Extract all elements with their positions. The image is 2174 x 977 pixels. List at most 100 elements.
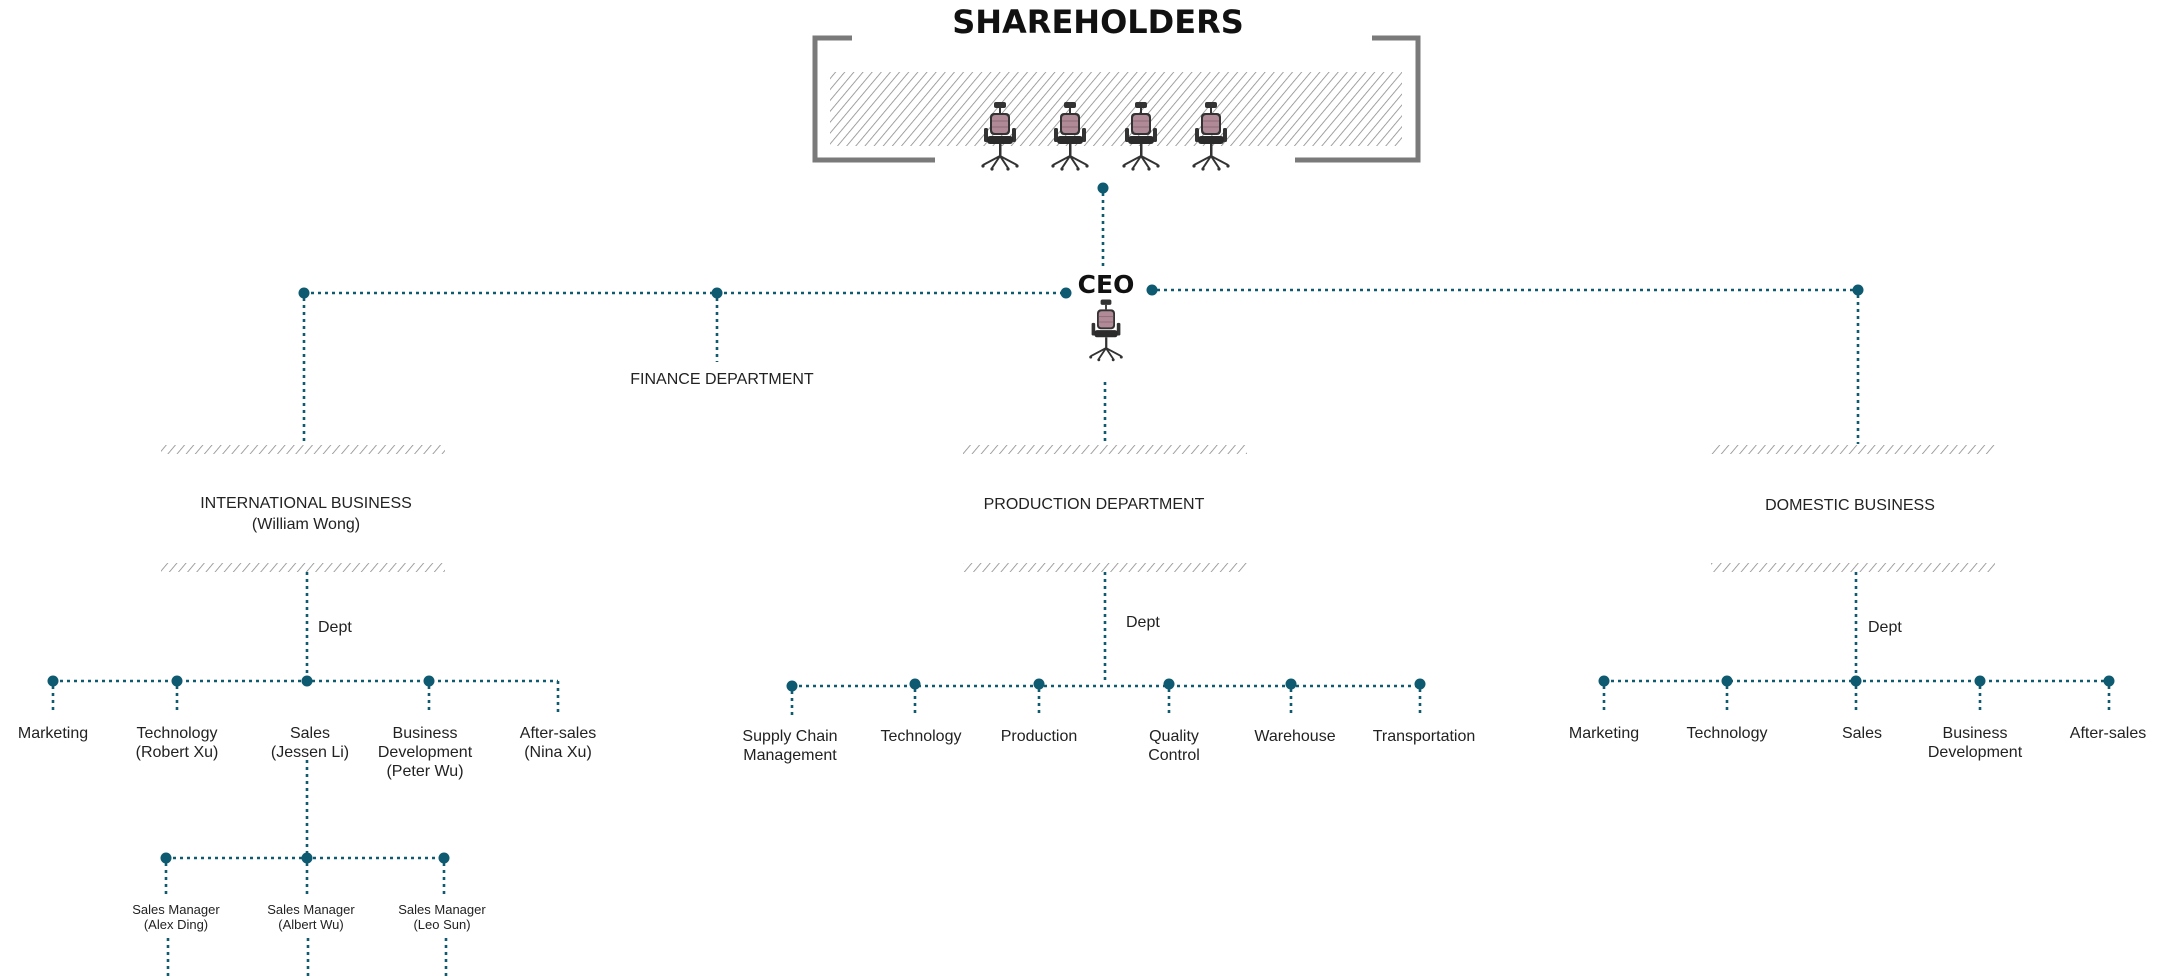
department-label-line: Production — [1001, 728, 1078, 745]
department-label: Technology — [881, 728, 962, 745]
dept-label: Dept — [1868, 619, 1902, 636]
department-label-line: Development — [378, 744, 473, 761]
connector-node — [438, 852, 450, 864]
department-label-line: Supply Chain — [742, 728, 837, 745]
connector-node — [1060, 287, 1072, 299]
connector-node — [1852, 284, 1864, 296]
department-label-line: (Peter Wu) — [386, 763, 463, 780]
department-label-line: Marketing — [1569, 725, 1639, 742]
department-label-line: Technology — [137, 725, 218, 742]
sales-manager-label-line: (Alex Ding) — [144, 917, 208, 932]
department-label: Warehouse — [1254, 728, 1335, 745]
department-label-line: Management — [743, 747, 837, 764]
department-label-line: Business — [393, 725, 458, 742]
dept-label: Dept — [1126, 614, 1160, 631]
connector-node — [171, 675, 183, 687]
department-label-line: (Jessen Li) — [271, 744, 349, 761]
connector-node — [909, 678, 921, 690]
connector-node — [1285, 678, 1297, 690]
board-table — [830, 72, 1402, 146]
department-label-line: Sales — [290, 725, 330, 742]
connectors — [47, 182, 2115, 977]
connector-node — [711, 287, 723, 299]
branch-band-bottom-production — [963, 563, 1247, 572]
department-label-line: Transportation — [1373, 728, 1476, 745]
department-label-line: After-sales — [2070, 725, 2146, 742]
connector-node — [301, 675, 313, 687]
dept-label: Dept — [318, 619, 352, 636]
branch-band-top-domestic — [1711, 445, 1995, 454]
branch-band-top-production — [963, 445, 1247, 454]
connector-node — [1033, 678, 1045, 690]
shareholders-title: SHAREHOLDERS — [952, 3, 1244, 41]
connector-node — [1850, 675, 1862, 687]
department-label: After-sales (Nina Xu) — [520, 725, 596, 761]
connector-node — [423, 675, 435, 687]
sales-managers: Sales Manager(Alex Ding)Sales Manager(Al… — [132, 902, 486, 932]
department-label-line: Technology — [881, 728, 962, 745]
connector-node — [160, 852, 172, 864]
department-label: After-sales — [2070, 725, 2146, 742]
frame-left-bracket — [812, 35, 935, 163]
connector-node — [1414, 678, 1426, 690]
department-label-line: (Nina Xu) — [524, 744, 592, 761]
department-label: Sales (Jessen Li) — [271, 725, 349, 761]
connector-node — [1974, 675, 1986, 687]
department-label: Technology (Robert Xu) — [136, 725, 219, 761]
department-label-line: Sales — [1842, 725, 1882, 742]
department-label-line: Quality — [1149, 728, 1199, 745]
department-label-line: After-sales — [520, 725, 596, 742]
sales-manager-label-line: Sales Manager — [132, 902, 220, 917]
production-department-title: PRODUCTION DEPARTMENT — [984, 496, 1205, 513]
connector-node — [1721, 675, 1733, 687]
sales-manager-label-line: (Leo Sun) — [413, 917, 470, 932]
department-label-line: Control — [1148, 747, 1200, 764]
department-label-line: Business — [1943, 725, 2008, 742]
connector-node — [47, 675, 59, 687]
international-business-head: (William Wong) — [252, 516, 360, 533]
sales-manager-label-line: Sales Manager — [267, 902, 355, 917]
connector-node — [298, 287, 310, 299]
sales-manager-label-line: Sales Manager — [398, 902, 486, 917]
branch-band-bottom-domestic — [1711, 563, 1995, 572]
ceo-title: CEO — [1078, 270, 1135, 299]
branch-band-bottom-international — [161, 563, 445, 572]
office-chair-icon — [1088, 298, 1124, 363]
sales-manager-label: Sales Manager(Albert Wu) — [267, 902, 355, 932]
connector-node — [1097, 182, 1109, 194]
department-label: Sales — [1842, 725, 1882, 742]
branch-band-top-international — [161, 445, 445, 454]
frame-right-bracket — [1295, 35, 1421, 163]
department-label-line: Development — [1928, 744, 2023, 761]
department-label: Technology — [1687, 725, 1768, 742]
connector-node — [786, 680, 798, 692]
connector-node — [1598, 675, 1610, 687]
sales-manager-label: Sales Manager(Alex Ding) — [132, 902, 220, 932]
connector-node — [2103, 675, 2115, 687]
department-label: Marketing — [18, 725, 88, 742]
domestic-business-title: DOMESTIC BUSINESS — [1765, 497, 1935, 514]
international-business-title: INTERNATIONAL BUSINESS — [200, 495, 412, 512]
department-label-line: Warehouse — [1254, 728, 1335, 745]
department-label: Marketing — [1569, 725, 1639, 742]
connector-node — [1163, 678, 1175, 690]
department-label-line: (Robert Xu) — [136, 744, 219, 761]
connector-node — [1146, 284, 1158, 296]
shareholders-boardroom — [812, 35, 1421, 172]
department-label: Transportation — [1373, 728, 1476, 745]
department-label: Production — [1001, 728, 1078, 745]
department-label-line: Technology — [1687, 725, 1768, 742]
sales-manager-label: Sales Manager(Leo Sun) — [398, 902, 486, 932]
finance-department-label: FINANCE DEPARTMENT — [630, 371, 814, 388]
sales-manager-label-line: (Albert Wu) — [278, 917, 344, 932]
international-departments: Marketing Technology (Robert Xu) Sales (Jess… — [18, 725, 596, 780]
department-label-line: Marketing — [18, 725, 88, 742]
connector-node — [301, 852, 313, 864]
